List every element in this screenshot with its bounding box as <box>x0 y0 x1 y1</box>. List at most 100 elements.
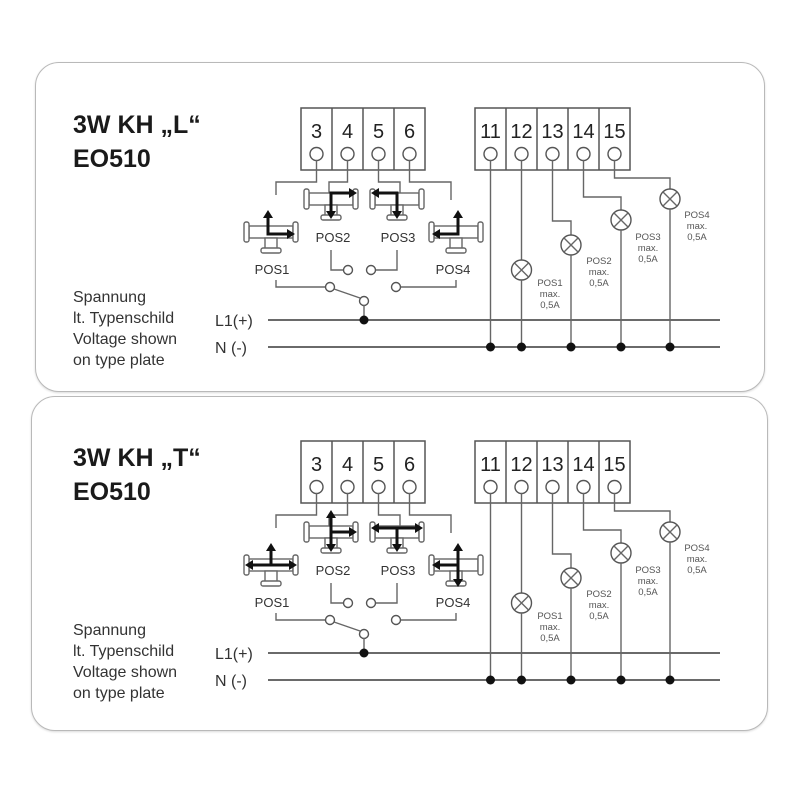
wire-valve-3 <box>377 493 401 528</box>
valve-position-label: POS3 <box>381 563 416 578</box>
terminal-number: 4 <box>342 121 353 143</box>
lamp-position-label: POS1 <box>537 278 562 289</box>
arrow-head-icon <box>371 523 379 533</box>
junction-dot <box>486 675 495 685</box>
valve-cap-bottom <box>260 580 282 587</box>
line-n-label: N (-) <box>215 673 247 690</box>
valve-position-label: POS3 <box>381 230 416 245</box>
diagram-title: 3W KH „L“ <box>73 111 201 139</box>
valve-cap-bottom <box>260 247 282 254</box>
wire-switch-pos2 <box>330 583 343 604</box>
arrow-head-icon <box>453 210 463 218</box>
junction-dot <box>359 315 369 325</box>
terminal-number: 6 <box>404 454 415 476</box>
lamp-cross-icon <box>662 524 678 540</box>
valve-cap-left <box>428 221 435 243</box>
terminal-screw-icon <box>402 479 417 495</box>
lamp-current-label: 0,5A <box>589 611 609 622</box>
wire-valve-2 <box>328 160 349 195</box>
lamp-max-label: max. <box>540 289 561 300</box>
junction-dot <box>517 675 526 685</box>
lamp-position-label: POS1 <box>537 611 562 622</box>
terminal-screw-icon <box>514 479 529 495</box>
arrow-head-icon <box>432 229 440 239</box>
arrow-head-icon <box>289 560 297 570</box>
terminal-number: 3 <box>311 121 322 143</box>
wire-terminal-14 <box>582 493 622 543</box>
switch-contact-icon <box>390 281 402 293</box>
switch-contact-icon <box>365 597 377 609</box>
lamp-cross-icon <box>563 570 579 586</box>
valve-icon <box>428 221 484 254</box>
terminal-number: 12 <box>510 454 532 476</box>
junction-dot <box>616 675 626 685</box>
junction-dot <box>665 342 675 352</box>
terminal-screw-icon <box>514 146 529 162</box>
voltage-note-line: lt. Typenschild <box>73 643 174 660</box>
junction-dot <box>359 648 369 658</box>
lamp-position-label: POS4 <box>684 210 709 221</box>
lamp-cross-icon <box>514 262 529 278</box>
valve-cap-right <box>292 221 299 243</box>
terminal-number: 13 <box>541 454 563 476</box>
terminal-number: 5 <box>373 454 384 476</box>
terminal-screw-icon <box>483 146 498 162</box>
switch-lever <box>333 288 361 299</box>
arrow-head-icon <box>349 527 357 537</box>
valve-position-label: POS1 <box>255 262 290 277</box>
voltage-note-line: Voltage shown <box>73 331 177 348</box>
lamp-current-label: 0,5A <box>638 587 658 598</box>
arrow-head-icon <box>415 523 423 533</box>
terminal-screw-icon <box>607 146 622 162</box>
lamp-position-label: POS4 <box>684 543 709 554</box>
switch-lever <box>333 621 361 632</box>
wire-switch-pos3 <box>376 250 398 271</box>
arrow-head-icon <box>392 211 402 219</box>
wire-terminal-15 <box>613 493 671 522</box>
terminal-screw-icon <box>371 146 386 162</box>
arrow-head-icon <box>432 560 440 570</box>
flow-arrow-icon <box>375 191 399 215</box>
terminal-number: 15 <box>603 454 625 476</box>
lamp-cross-icon <box>613 545 629 561</box>
switch-contact-icon <box>324 614 336 626</box>
terminal-number: 6 <box>404 121 415 143</box>
arrow-head-icon <box>392 544 402 552</box>
terminal-number: 4 <box>342 454 353 476</box>
lamp-max-label: max. <box>540 622 561 633</box>
wire-terminal-13 <box>551 493 572 568</box>
lamp-max-label: max. <box>589 267 610 278</box>
arrow-head-icon <box>326 544 336 552</box>
terminal-screw-icon <box>309 146 324 162</box>
valve-position-label: POS2 <box>316 230 351 245</box>
lamp-current-label: 0,5A <box>638 254 658 265</box>
line-n-label: N (-) <box>215 340 247 357</box>
lamp-max-label: max. <box>687 554 708 565</box>
arrow-head-icon <box>266 543 276 551</box>
voltage-note-line: Spannung <box>73 622 146 639</box>
valve-body <box>433 225 479 239</box>
terminal-number: 13 <box>541 121 563 143</box>
arrow-head-icon <box>453 579 463 587</box>
switch-contact-icon <box>342 264 354 276</box>
diagram-model: EO510 <box>73 478 151 506</box>
terminal-screw-icon <box>545 479 560 495</box>
valve-cap-left <box>243 221 250 243</box>
lamp-max-label: max. <box>638 576 659 587</box>
line-l1-label: L1(+) <box>215 646 253 663</box>
terminal-screw-icon <box>402 146 417 162</box>
valve-icon <box>243 221 299 254</box>
flow-arrow-icon <box>329 191 353 215</box>
junction-dot <box>566 342 576 352</box>
lamp-max-label: max. <box>687 221 708 232</box>
switch-contact-icon <box>342 597 354 609</box>
line-l1-label: L1(+) <box>215 313 253 330</box>
wire-switch-pos3 <box>376 583 398 604</box>
arrow-head-icon <box>326 211 336 219</box>
lamp-cross-icon <box>563 237 579 253</box>
